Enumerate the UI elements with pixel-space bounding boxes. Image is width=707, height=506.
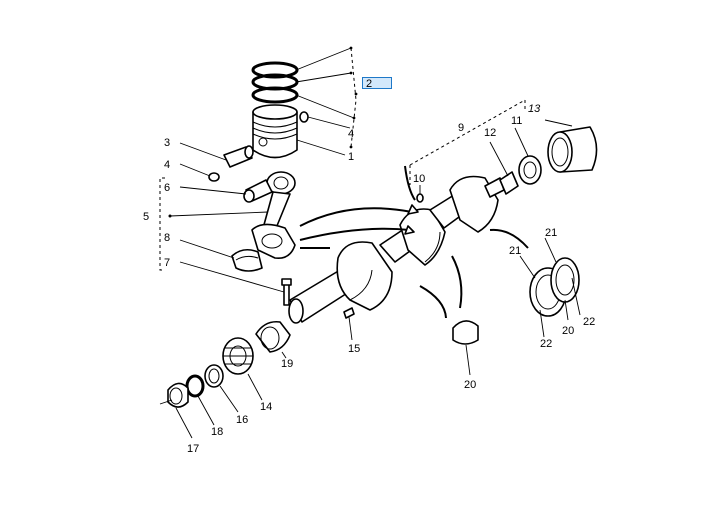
main-bearing-housing[interactable]	[547, 126, 598, 173]
callout-9[interactable]: 9	[458, 122, 464, 134]
callout-22-bottom[interactable]: 22	[540, 338, 552, 350]
callout-4-upper[interactable]: 4	[348, 128, 354, 140]
front-bearing[interactable]	[255, 320, 291, 353]
callout-10[interactable]: 10	[413, 173, 425, 185]
callout-13[interactable]: 13	[528, 103, 541, 115]
callout-12[interactable]: 12	[484, 127, 496, 139]
callout-11[interactable]: 11	[511, 115, 522, 127]
oil-seal[interactable]	[167, 382, 189, 408]
callout-22-right[interactable]: 22	[583, 316, 595, 328]
piston-ring-set[interactable]	[251, 61, 299, 104]
rear-bushing[interactable]	[499, 171, 519, 195]
callout-15[interactable]: 15	[348, 343, 360, 355]
connecting-rod[interactable]	[251, 171, 296, 260]
callout-16[interactable]: 16	[236, 414, 248, 426]
conrod-bearing[interactable]	[231, 248, 263, 272]
callout-2-selected[interactable]: 2	[362, 77, 392, 90]
callout-6[interactable]: 6	[164, 182, 170, 194]
callout-5[interactable]: 5	[143, 211, 149, 223]
callout-7[interactable]: 7	[164, 257, 170, 269]
ball-bearing[interactable]	[518, 155, 542, 185]
snap-ring-lower[interactable]	[208, 172, 220, 182]
piston[interactable]	[252, 104, 298, 159]
callout-20-center[interactable]: 20	[464, 379, 476, 391]
callout-14[interactable]: 14	[260, 401, 272, 413]
callout-18[interactable]: 18	[211, 426, 223, 438]
main-bearing-set[interactable]	[529, 257, 580, 317]
callout-3[interactable]: 3	[164, 137, 170, 149]
crank-gear[interactable]	[222, 337, 254, 375]
callout-8[interactable]: 8	[164, 232, 170, 244]
conrod-bolt[interactable]	[281, 278, 292, 306]
callout-21-left[interactable]: 21	[509, 245, 521, 257]
small-end-bushing[interactable]	[243, 179, 273, 203]
thrust-washer[interactable]	[452, 320, 479, 345]
callout-17[interactable]: 17	[187, 443, 199, 455]
gear-spacer[interactable]	[204, 364, 224, 388]
callout-1[interactable]: 1	[348, 151, 354, 163]
callout-19[interactable]: 19	[281, 358, 293, 370]
callout-4-lower[interactable]: 4	[164, 159, 170, 171]
callout-21-top[interactable]: 21	[545, 227, 557, 239]
crankshaft[interactable]	[288, 175, 505, 324]
snap-ring-upper[interactable]	[299, 111, 309, 123]
retaining-ring[interactable]	[185, 374, 205, 398]
oil-plug[interactable]	[416, 193, 424, 203]
piston-pin[interactable]	[223, 145, 254, 168]
callout-20-right[interactable]: 20	[562, 325, 574, 337]
woodruff-key[interactable]	[343, 307, 355, 319]
